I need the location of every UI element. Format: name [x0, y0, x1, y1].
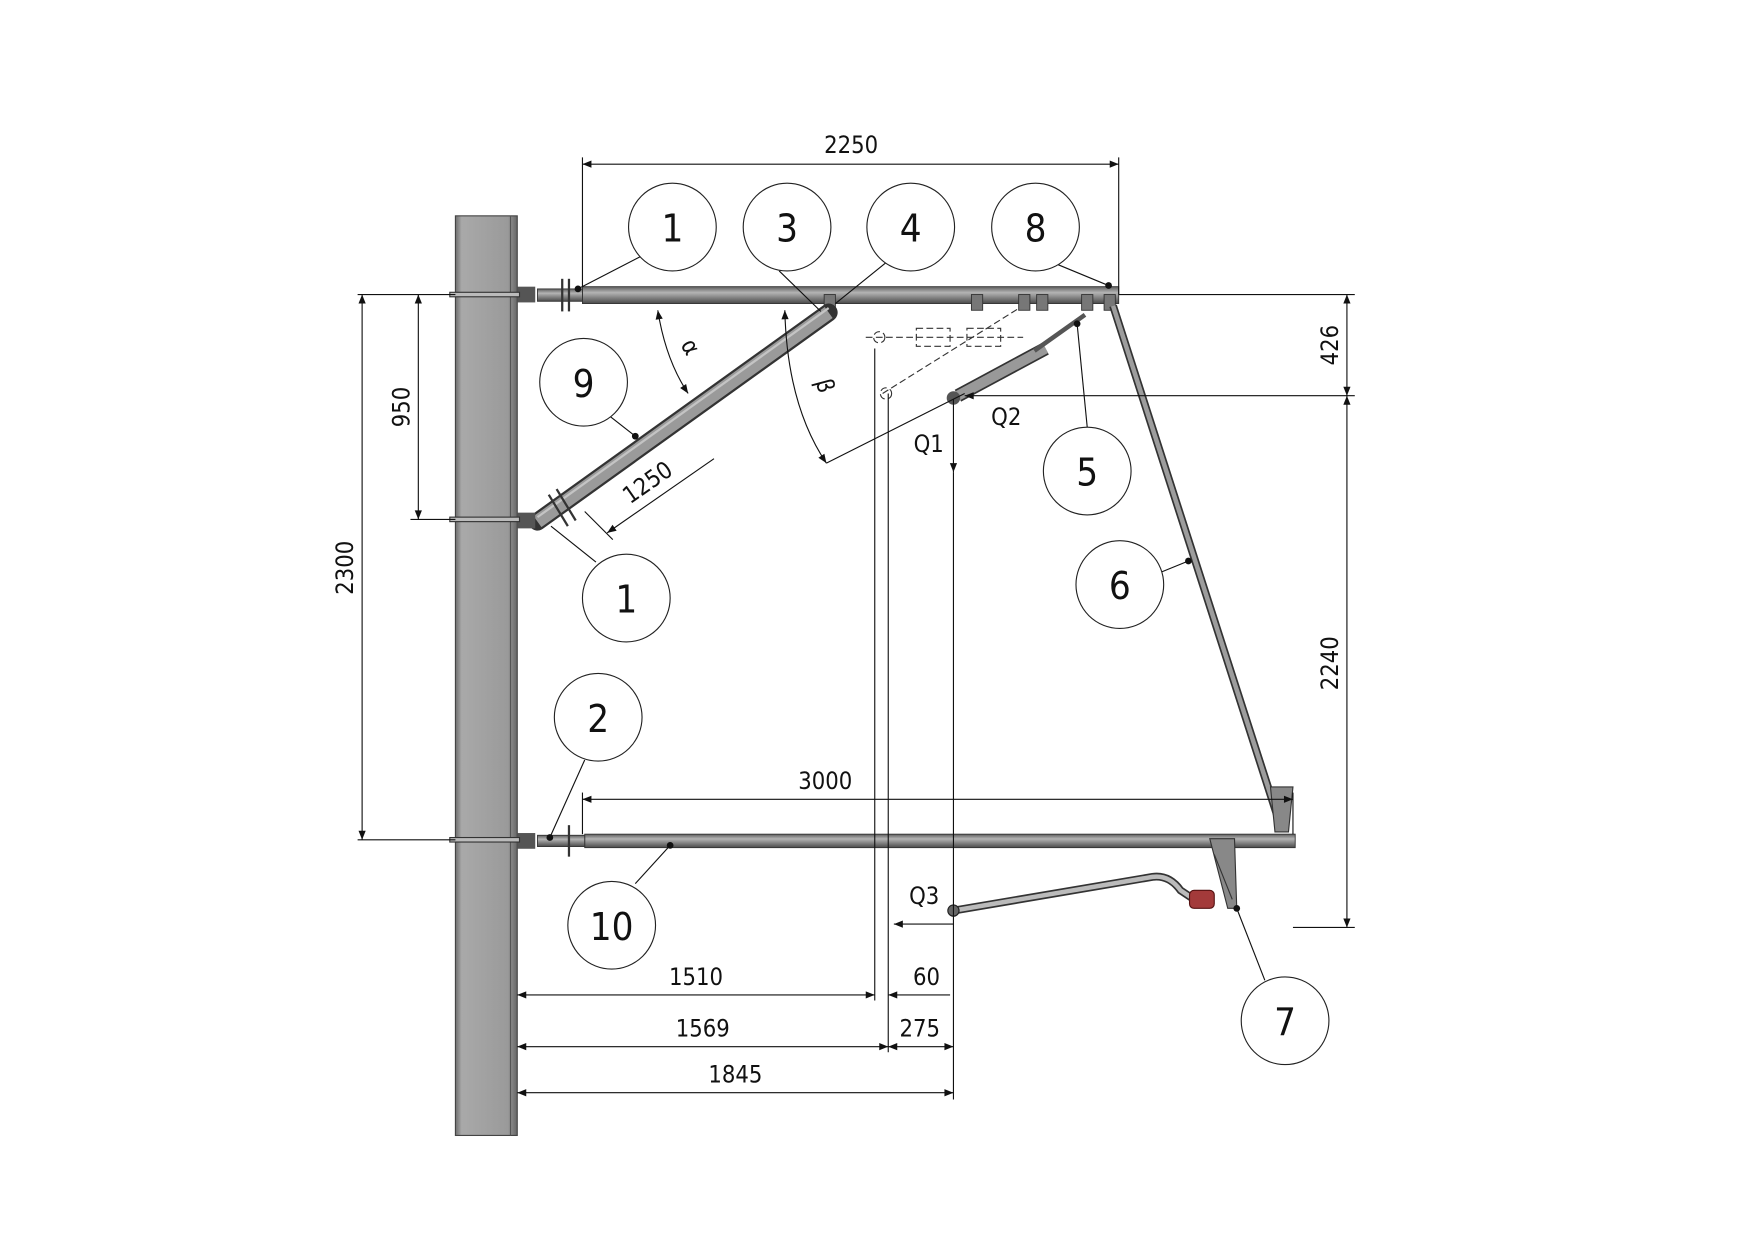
balloon-7: 7	[1240, 976, 1330, 1066]
svg-text:1: 1	[615, 579, 637, 623]
insulator	[1188, 889, 1215, 909]
alternate-position-outline	[865, 308, 1024, 400]
dim-1845: 1845	[708, 1061, 762, 1089]
balloon-1-top: 1	[627, 182, 717, 272]
dimension-lines	[357, 157, 1355, 1100]
balloon-8: 8	[991, 182, 1080, 272]
dim-2250: 2250	[824, 131, 878, 159]
angle-beta: β	[810, 376, 841, 396]
svg-text:1: 1	[661, 208, 683, 252]
dim-426: 426	[1316, 325, 1344, 366]
dim-2240: 2240	[1316, 636, 1344, 690]
angle-alpha: α	[675, 334, 706, 360]
svg-text:5: 5	[1076, 452, 1098, 496]
svg-text:8: 8	[1025, 208, 1047, 252]
dim-3000: 3000	[798, 767, 852, 795]
tie-rod	[1109, 304, 1286, 831]
svg-text:2: 2	[587, 698, 609, 742]
dim-60: 60	[913, 963, 940, 991]
upper-tube	[517, 278, 1120, 312]
load-q1: Q1	[914, 430, 944, 458]
svg-text:6: 6	[1109, 565, 1131, 609]
balloon-9: 9	[539, 337, 628, 427]
balloon-3: 3	[742, 182, 832, 272]
dim-1510: 1510	[669, 963, 723, 991]
registration-arm	[947, 786, 1294, 917]
svg-text:10: 10	[590, 906, 634, 950]
svg-text:3: 3	[776, 208, 798, 252]
load-q2: Q2	[991, 403, 1021, 431]
mast-pole	[454, 215, 518, 1137]
balloon-5: 5	[1042, 426, 1132, 516]
steady-tube	[946, 312, 1087, 405]
svg-text:9: 9	[573, 363, 595, 407]
tube-clamps	[823, 294, 1116, 311]
balloon-10: 10	[567, 880, 657, 970]
load-q3: Q3	[909, 882, 939, 910]
dim-2300: 2300	[331, 541, 359, 595]
balloon-1-lower: 1	[581, 553, 671, 643]
balloon-6: 6	[1075, 540, 1165, 629]
svg-text:4: 4	[900, 208, 922, 252]
balloon-4: 4	[866, 182, 956, 272]
svg-text:7: 7	[1274, 1001, 1296, 1045]
dim-950: 950	[387, 387, 415, 428]
dim-1569: 1569	[676, 1015, 730, 1043]
leader-lines	[549, 255, 1266, 981]
dim-275: 275	[899, 1015, 940, 1043]
lower-tube	[517, 825, 1296, 857]
balloon-2: 2	[553, 672, 643, 762]
diagonal-strut	[517, 303, 838, 531]
